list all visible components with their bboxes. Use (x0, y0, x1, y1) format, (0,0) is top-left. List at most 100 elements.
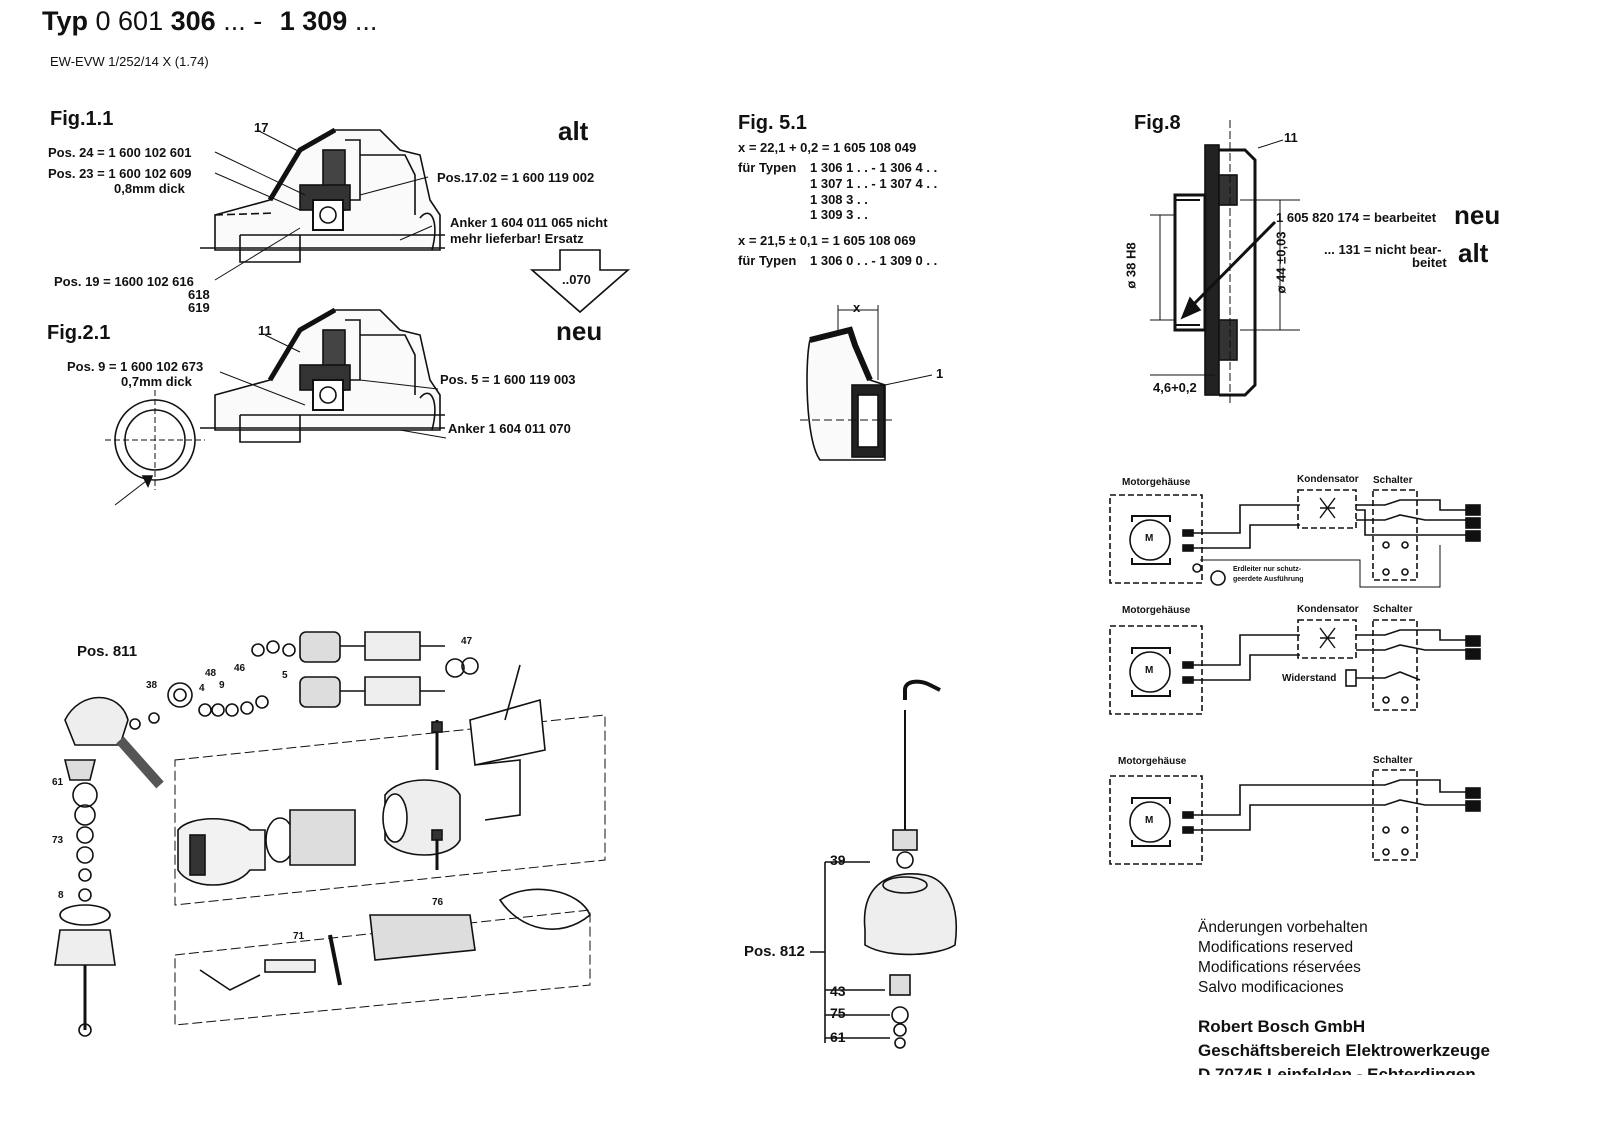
title-typ-dots-a: ... (223, 6, 246, 36)
fig8-part-alt-b: beitet (1412, 255, 1447, 270)
pos812-callout-75: 75 (830, 1005, 846, 1021)
footer-note-de: Änderungen vorbehalten (1198, 919, 1368, 936)
fig51-fuer-typen-1: für Typen (738, 160, 797, 175)
pos811-callout-76: 76 (432, 897, 444, 908)
fig51-type-4: 1 309 3 . . (810, 207, 868, 222)
fig8-dim-46: 4,6+0,2 (1153, 380, 1197, 395)
fig51-formula1: x = 22,1 + 0,2 = 1 605 108 049 (738, 140, 917, 155)
wiring-diagram-2-drawing (1109, 619, 1481, 715)
fig11-pos19: Pos. 19 = 1600 102 616 (54, 274, 194, 289)
pos812-callout-39: 39 (830, 852, 846, 868)
wiring3-housing: Motorgehäuse (1118, 756, 1187, 767)
pos812-title: Pos. 812 (744, 943, 805, 960)
fig21-anker: Anker 1 604 011 070 (448, 421, 571, 436)
footer-note-en: Modifications reserved (1198, 939, 1354, 956)
replacement-arrow (529, 249, 631, 314)
wiring3-motor: M (1145, 815, 1154, 826)
fig21-state-neu: neu (556, 316, 603, 346)
document-reference: EW-EVW 1/252/14 X (1.74) (50, 54, 209, 69)
wiring2-capacitor: Kondensator (1297, 604, 1359, 615)
wiring2-motor: M (1145, 665, 1154, 676)
wiring2-resistor: Widerstand (1282, 673, 1337, 684)
fig8-dim-38: ø 38 H8 (1123, 242, 1139, 289)
pos811-callout-47: 47 (461, 636, 473, 647)
wiring2-switch: Schalter (1373, 604, 1413, 615)
wiring1-earth-note-a: Erdleiter nur schutz- (1233, 566, 1302, 573)
fig51-dim-x: x (853, 300, 861, 315)
footer-address: D 70745 Leinfelden - Echterdingen (1198, 1065, 1476, 1075)
fig51-type-3: 1 308 3 . . (810, 192, 868, 207)
wiring1-motor: M (1145, 533, 1154, 544)
fig51-fuer-typen-2: für Typen (738, 253, 797, 268)
footer-company: Robert Bosch GmbH (1198, 1017, 1366, 1036)
title-typ-code-b: 306 (170, 6, 216, 36)
fig51-formula2: x = 21,5 ± 0,1 = 1 605 108 069 (738, 233, 916, 248)
fig51-types-2: 1 306 0 . . - 1 309 0 . . (810, 253, 938, 268)
fig51-type-1: 1 306 1 . . - 1 306 4 . . (810, 160, 938, 175)
fig21-callout-11: 11 (258, 323, 272, 338)
title-typ-dash: - (253, 6, 263, 36)
fig11-pos19-c: 619 (188, 300, 210, 315)
fig8-dim-44: ø 44 ±0,03 (1273, 231, 1289, 294)
fig51-callout-1: 1 (936, 366, 944, 381)
wiring-diagram-3-drawing (1109, 769, 1481, 865)
footer-note-fr: Modifications réservées (1198, 959, 1361, 976)
pos811-callout-71: 71 (293, 931, 305, 942)
fig11-pos19-b: 618 (188, 287, 210, 302)
fig11-pos23: Pos. 23 = 1 600 102 609 (48, 166, 192, 181)
page-title: Typ 0 601 306 ... - 1 309 ... (42, 6, 377, 37)
fig21-title: Fig.2.1 (47, 322, 111, 344)
fig21-cross-section-drawing (105, 307, 447, 506)
pos811-callout-38: 38 (146, 680, 158, 691)
pos811-callout-61: 61 (52, 777, 64, 788)
wiring1-earth-note-b: geerdete Ausführung (1233, 576, 1304, 583)
fig11-anker-line2: mehr lieferbar! Ersatz (450, 231, 584, 246)
fig8-neu: neu (1454, 200, 1501, 230)
fig51-detail-drawing (800, 305, 933, 461)
fig8-part-alt-a: ... 131 = nicht bear- (1324, 242, 1442, 257)
footer-note-es: Salvo modificaciones (1198, 979, 1344, 996)
pos812-callout-61: 61 (830, 1029, 846, 1045)
pos811-exploded-view-drawing (54, 631, 606, 1037)
footer-division: Geschäftsbereich Elektrowerkzeuge (1198, 1041, 1490, 1060)
fig21-pos9-note: 0,7mm dick (121, 374, 192, 389)
pos812-drawing (810, 679, 957, 1049)
wiring1-housing: Motorgehäuse (1122, 477, 1191, 488)
title-typ-dots-b: ... (354, 6, 378, 36)
fig8-detail-drawing (1150, 120, 1300, 405)
wiring2-housing: Motorgehäuse (1122, 605, 1191, 616)
fig21-pos9: Pos. 9 = 1 600 102 673 (67, 359, 204, 374)
pos811-callout-4: 4 (199, 683, 205, 694)
pos811-callout-46: 46 (234, 663, 246, 674)
fig51-title: Fig. 5.1 (738, 112, 807, 134)
pos811-callout-73: 73 (52, 835, 64, 846)
fig11-pos23-note: 0,8mm dick (114, 181, 185, 196)
title-typ-code-a: 0 601 (95, 6, 164, 36)
title-typ-code-c: 1 309 (279, 6, 348, 36)
fig8-callout-11: 11 (1284, 130, 1298, 145)
pos812-callout-43: 43 (830, 983, 846, 999)
fig21-pos5: Pos. 5 = 1 600 119 003 (440, 372, 576, 387)
wiring1-switch: Schalter (1373, 475, 1413, 486)
fig51-type-2: 1 307 1 . . - 1 307 4 . . (810, 176, 938, 191)
pos811-callout-48: 48 (205, 668, 217, 679)
fig8-alt: alt (1458, 238, 1489, 268)
fig11-callout-17: 17 (254, 120, 269, 135)
footer-notes: Änderungen vorbehalten Modifications res… (1198, 918, 1368, 998)
wiring3-switch: Schalter (1373, 755, 1413, 766)
wiring1-capacitor: Kondensator (1297, 474, 1359, 485)
fig11-title: Fig.1.1 (50, 108, 114, 130)
fig11-anker-line1: Anker 1 604 011 065 nicht (450, 215, 608, 230)
pos811-title: Pos. 811 (77, 643, 138, 660)
pos811-callout-5: 5 (282, 670, 288, 681)
wiring-diagram-1-drawing (1109, 489, 1481, 588)
fig8-title: Fig.8 (1134, 112, 1181, 134)
fig11-pos24: Pos. 24 = 1 600 102 601 (48, 145, 192, 160)
fig11-pos1702: Pos.17.02 = 1 600 119 002 (437, 170, 595, 185)
pos811-callout-9: 9 (219, 680, 225, 691)
title-typ-word: Typ (42, 6, 88, 36)
fig11-state-alt: alt (558, 116, 589, 146)
fig11-cross-section-drawing (200, 127, 445, 281)
footer-company-block: Robert Bosch GmbH Geschäftsbereich Elekt… (1198, 1015, 1490, 1075)
